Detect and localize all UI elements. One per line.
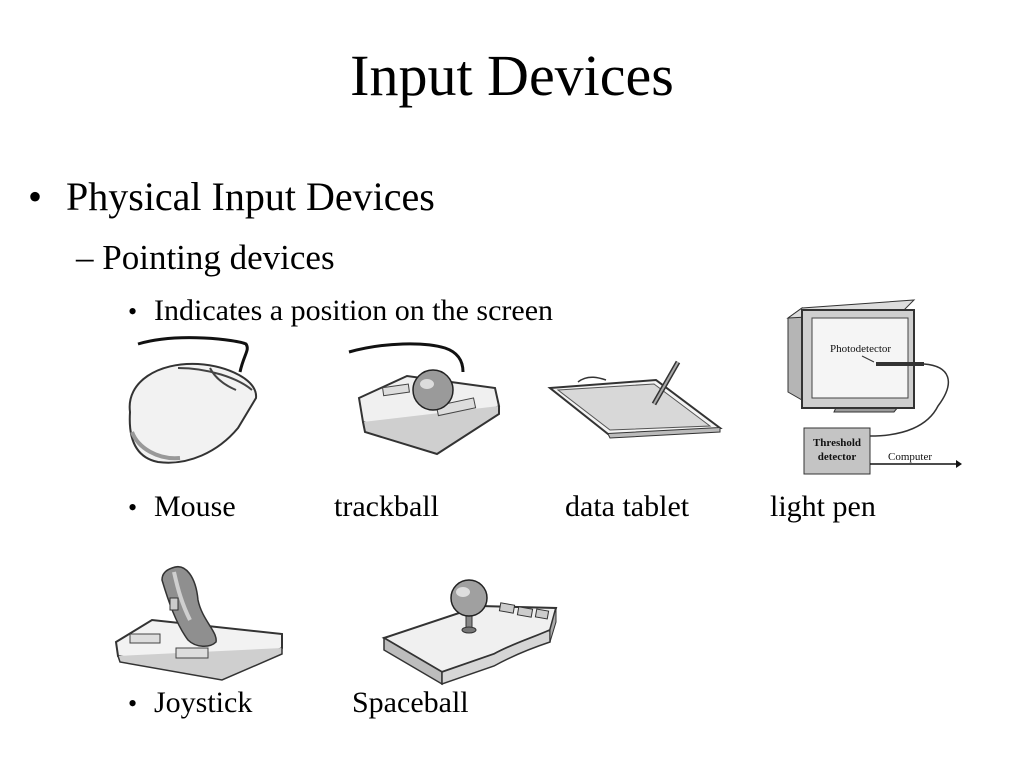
bullet-symbol: •	[128, 297, 138, 326]
bullet-text: Indicates a position on the screen	[154, 294, 554, 327]
slide-title: Input Devices	[350, 43, 674, 108]
caption-text: Mouse	[154, 490, 236, 523]
spaceball-icon	[381, 579, 558, 686]
caption-joystick: • Joystick	[128, 684, 252, 723]
threshold-label-line2: detector	[818, 451, 857, 463]
bullet-level-3: • Indicates a position on the screen	[128, 292, 553, 331]
bullet-level-1: • Physical Input Devices	[28, 172, 435, 222]
data-tablet-icon	[547, 360, 723, 439]
bullet-level-2: – Pointing devices	[76, 236, 335, 280]
dash-symbol: –	[76, 238, 94, 277]
caption-text: Joystick	[154, 686, 253, 719]
mouse-icon	[128, 336, 258, 464]
computer-label: Computer	[888, 451, 932, 463]
caption-mouse: • Mouse	[128, 488, 236, 527]
bullet-text: Physical Input Devices	[66, 174, 435, 219]
bullet-symbol: •	[128, 493, 138, 522]
light-pen-icon: Photodetector Threshold detector Compute…	[786, 299, 962, 475]
caption-light-pen: light pen	[770, 490, 876, 523]
caption-data-tablet: data tablet	[565, 490, 690, 523]
trackball-icon	[348, 342, 501, 456]
caption-trackball: trackball	[334, 490, 439, 523]
bullet-symbol: •	[28, 174, 43, 219]
joystick-icon	[114, 566, 283, 681]
bullet-symbol: •	[128, 689, 138, 718]
threshold-label-line1: Threshold	[813, 437, 861, 449]
bullet-text: Pointing devices	[102, 238, 335, 277]
photodetector-label: Photodetector	[830, 343, 891, 355]
caption-spaceball: Spaceball	[352, 686, 469, 719]
